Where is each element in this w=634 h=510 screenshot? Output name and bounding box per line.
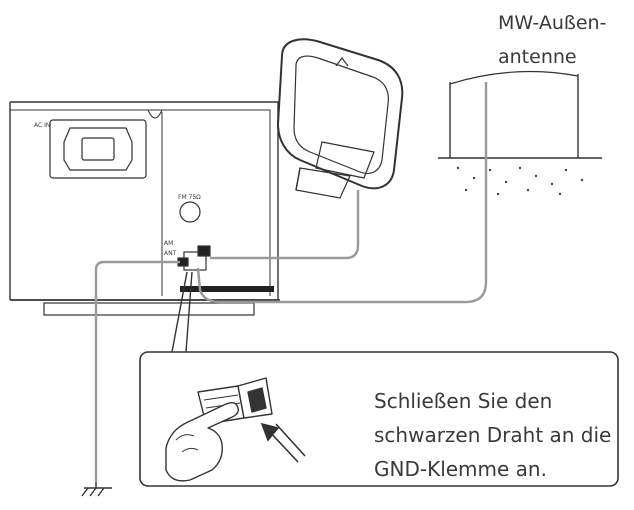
loop-antenna-wire: [210, 190, 360, 260]
outdoor-mw-antenna: [438, 70, 602, 159]
outdoor-antenna-label-line2: antenne: [498, 46, 577, 68]
callout-text-line3: GND-Klemme an.: [374, 457, 547, 481]
receiver-rear-panel: [9, 101, 280, 316]
callout-text-line2: schwarzen Draht an die: [374, 423, 612, 447]
am-terminal-label-2: ANT: [164, 250, 177, 257]
insert-arrow-icon: [260, 422, 306, 463]
fm-antenna-socket: [179, 201, 201, 223]
power-inlet: [49, 119, 147, 179]
ground-symbol-icon: [81, 482, 112, 497]
power-label: AC IN: [34, 122, 51, 129]
callout-text-line1: Schließen Sie den: [374, 389, 553, 413]
am-loop-antenna: [276, 38, 404, 199]
callout-pointer: [171, 271, 193, 353]
ground-wire: [94, 260, 180, 482]
ground-dots: [456, 166, 584, 196]
am-antenna-terminal: [177, 245, 211, 271]
am-terminal-label-1: AM: [164, 240, 174, 247]
fm-socket-label: FM 75Ω: [178, 194, 201, 201]
outdoor-antenna-wire: [196, 82, 488, 304]
hand-pressing-terminal-icon: [165, 377, 273, 482]
outdoor-antenna-label-line1: MW-Außen-: [498, 12, 607, 34]
